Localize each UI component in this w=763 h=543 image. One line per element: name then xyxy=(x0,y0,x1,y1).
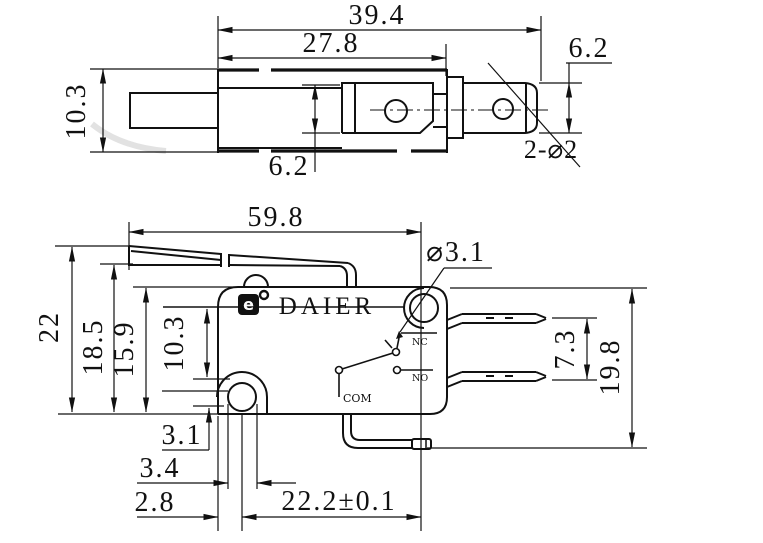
tip-hole xyxy=(492,98,514,120)
dim-overall-height: 22 xyxy=(34,311,65,343)
daier-logo-icon xyxy=(238,294,259,315)
dim-body-height: 10.3 xyxy=(61,83,92,140)
side-view: COM NC NO xyxy=(34,202,647,531)
dim-lever-length: 59.8 xyxy=(248,202,305,233)
contact-arrow xyxy=(396,331,403,339)
com-contact xyxy=(334,365,344,375)
dim-hole-to-bottom: 3.1 xyxy=(162,420,203,451)
top-view-labels: 39.4 27.8 10.3 6.2 6.2 2-⌀2 xyxy=(61,0,610,182)
dim-inner-height: 10.3 xyxy=(159,315,190,372)
side-view-dimensions xyxy=(55,222,647,531)
side-view-labels: 59.8 ⌀3.1 22 18.5 15.9 10.3 3.1 3.4 2.8 … xyxy=(34,202,626,518)
dim-total-height: 19.8 xyxy=(595,339,626,396)
contact-schematic: COM NC NO xyxy=(334,331,437,405)
mounting-hole-bottom xyxy=(227,382,257,412)
side-view-body xyxy=(58,286,647,415)
dim-tip-height: 6.2 xyxy=(569,33,610,64)
top-view: 39.4 27.8 10.3 6.2 6.2 2-⌀2 xyxy=(61,0,612,182)
lever xyxy=(128,245,357,288)
dim-plunger-slot: 6.2 xyxy=(269,151,310,182)
watermark-arc xyxy=(90,121,167,154)
top-view-dimensions xyxy=(90,16,612,172)
mounting-hole-top xyxy=(409,293,439,323)
plunger-dome xyxy=(243,274,269,288)
brand-block: e DAIER xyxy=(238,289,375,320)
daier-logo-glyph: e xyxy=(243,295,254,314)
moving-contact-pivot xyxy=(391,347,401,357)
dim-hole-callout: 2-⌀2 xyxy=(524,135,578,164)
label-no: NO xyxy=(412,373,428,384)
dim-mount-span: 22.2±0.1 xyxy=(281,486,396,517)
terminals xyxy=(342,313,547,450)
dim-body-length: 27.8 xyxy=(303,28,360,59)
daier-logo-ring xyxy=(258,289,270,301)
dim-hole-dia: ⌀3.1 xyxy=(426,237,486,268)
dim-lever-tip-height: 18.5 xyxy=(78,319,109,376)
plunger-hole xyxy=(384,99,408,123)
dim-slot-width: 3.4 xyxy=(140,453,181,484)
dim-terminal-pitch: 7.3 xyxy=(550,329,581,370)
brand-text: DAIER xyxy=(279,293,375,320)
no-contact xyxy=(392,365,402,375)
dim-hole-offset: 2.8 xyxy=(135,487,176,518)
dim-overall-length: 39.4 xyxy=(349,0,406,31)
label-nc: NC xyxy=(412,337,428,348)
label-com: COM xyxy=(343,392,372,405)
dim-body-top-height: 15.9 xyxy=(109,321,140,378)
top-view-outline xyxy=(129,68,552,153)
